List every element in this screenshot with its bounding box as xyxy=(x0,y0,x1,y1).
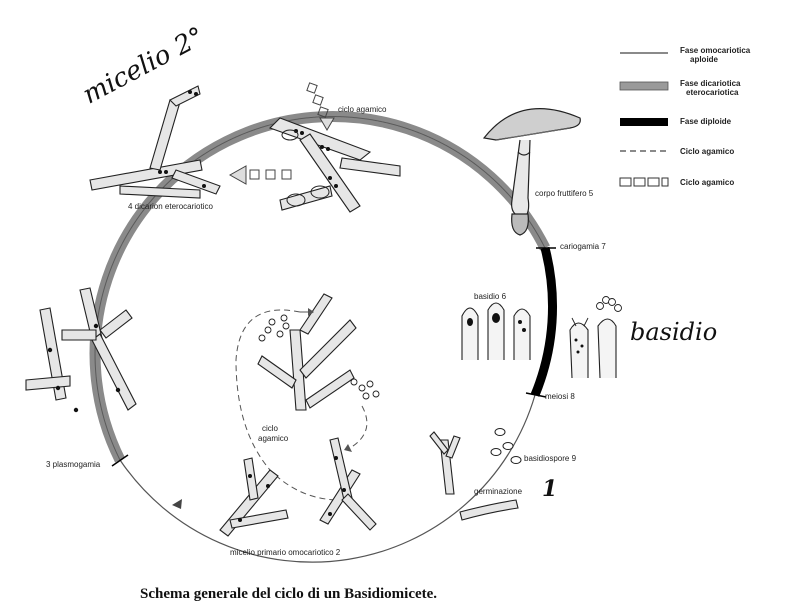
legend-omocariotica-line1: Fase omocariotica xyxy=(680,46,750,55)
label-corpo-fruttifero: corpo fruttifero 5 xyxy=(535,189,593,198)
legend-dicariotica-line2: eterocariotica xyxy=(680,88,740,97)
handwritten-number-1: 1 xyxy=(542,476,557,502)
label-micelio-primario: micelio primario omocariotico 2 xyxy=(230,548,340,557)
central-agamic-hyphae-illustration xyxy=(258,294,356,410)
legend-ciclo-agamico-dashed: Ciclo agamico xyxy=(680,147,734,156)
label-plasmogamia: 3 plasmogamia xyxy=(46,460,100,469)
plasmogamy-hyphae-illustration xyxy=(26,288,136,410)
legend-ciclo-agamico-boxes: Ciclo agamico xyxy=(680,178,734,187)
legend-ciclo-agamico-dashed-line1: Ciclo agamico xyxy=(680,147,734,156)
diploid-phase-arc xyxy=(535,248,553,395)
label-agamico-center: agamico xyxy=(258,434,288,443)
legend-dicariotica-line1: Fase dicariotica xyxy=(680,79,740,88)
legend-omocariotica-line2: aploide xyxy=(680,55,750,64)
label-basidiospore: basidiospore 9 xyxy=(524,454,576,463)
basidium-sterigmata xyxy=(572,297,622,327)
primary-mycelium-illustration xyxy=(220,438,376,536)
legend-diploide-line1: Fase diploide xyxy=(680,117,731,126)
haploid-phase-arc xyxy=(120,395,535,562)
legend-omocariotica: Fase omocariotica aploide xyxy=(680,46,750,64)
label-ciclo-agamico-top: ciclo agamico xyxy=(338,105,386,114)
cycle-arrow-bottom xyxy=(172,499,182,509)
label-germinazione: germinazione xyxy=(474,487,522,496)
figure-caption: Schema generale del ciclo di un Basidiom… xyxy=(140,586,437,603)
legend-symbols xyxy=(620,53,668,186)
basidia-illustration xyxy=(462,303,616,378)
label-basidio: basidio 6 xyxy=(474,292,506,301)
handwritten-basidio: basidio xyxy=(630,318,717,346)
label-meiosi: meiosi 8 xyxy=(545,392,575,401)
legend-dicariotica: Fase dicariotica eterocariotica xyxy=(680,79,740,97)
label-dicarion: 4 dicarion eterocariotico xyxy=(128,202,213,211)
legend-diploide: Fase diploide xyxy=(680,117,731,126)
agamic-cycle-arrow-left xyxy=(230,166,291,184)
label-ciclo-center: ciclo xyxy=(262,424,278,433)
label-cariogamia: cariogamia 7 xyxy=(560,242,606,251)
legend-ciclo-agamico-boxes-line1: Ciclo agamico xyxy=(680,178,734,187)
